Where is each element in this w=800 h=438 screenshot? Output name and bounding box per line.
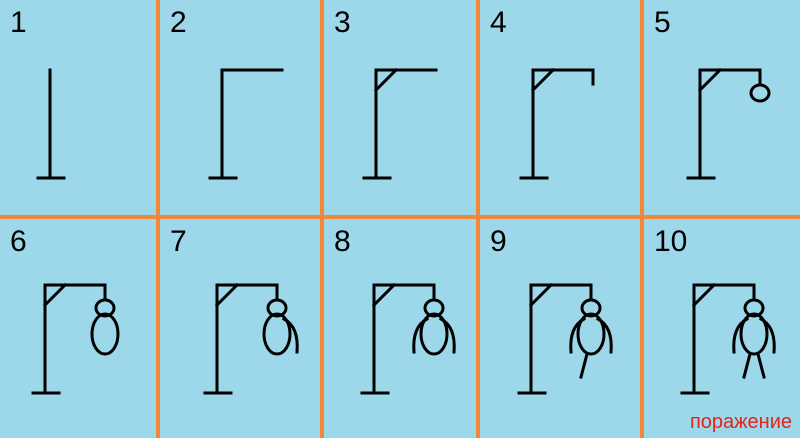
stage-6-panel: 6 [0,219,156,438]
stage-number: 10 [654,225,688,258]
stage-number: 4 [490,6,507,39]
gallows-drawing [517,282,613,395]
gallows-drawing [208,68,284,180]
stage-9-panel: 9 [480,219,640,438]
stage-4-panel: 4 [480,0,640,215]
figure-body [90,312,120,356]
stage-5-panel: 5 [644,0,800,215]
figure-head [749,83,771,103]
gallows-drawing [36,68,66,180]
gallows-drawing [203,282,299,395]
stage-number: 7 [170,225,187,258]
gallows-brace [697,67,723,93]
figure-body [262,312,292,356]
figure-right-arm [281,316,299,354]
gallows-drawing [519,67,595,180]
gallows-drawing [362,67,438,180]
figure-body [419,312,449,356]
figure-left-leg [742,352,752,379]
figure-right-leg [756,352,766,379]
figure-right-arm [595,316,613,354]
figure-left-arm [412,316,430,354]
gallows-drawing [680,282,776,395]
stage-number: 2 [170,6,187,39]
figure-left-arm [732,316,750,354]
gallows-brace [528,282,554,308]
stage-8-panel: 8 [324,219,476,438]
gallows-brace [214,282,240,308]
defeat-label: поражение [689,411,792,433]
figure-right-arm [758,316,776,354]
gallows-brace [691,282,717,308]
stage-7-panel: 7 [160,219,320,438]
gallows-brace [371,282,397,308]
stage-number: 8 [334,225,351,258]
stage-number: 1 [10,6,27,39]
stage-number: 3 [334,6,351,39]
gallows-drawing [360,282,456,395]
stage-number: 6 [10,225,27,258]
stage-1-panel: 1 [0,0,156,215]
figure-body [576,312,606,356]
figure-right-arm [438,316,456,354]
gallows-drawing [686,67,771,180]
gallows-brace [42,282,68,308]
figure-head [580,298,602,318]
figure-left-arm [569,316,587,354]
stage-3-panel: 3 [324,0,476,215]
figure-head [266,298,288,318]
figure-head [423,298,445,318]
figure-head [743,298,765,318]
stage-number: 9 [490,225,507,258]
gallows-drawing [31,282,120,395]
stage-2-panel: 2 [160,0,320,215]
figure-head [94,298,116,318]
gallows-brace [530,67,556,93]
figure-body [739,312,769,356]
stage-10-panel: 10 поражение [644,219,800,438]
stage-number: 5 [654,6,671,39]
gallows-brace [373,67,399,93]
figure-left-leg [579,352,589,379]
